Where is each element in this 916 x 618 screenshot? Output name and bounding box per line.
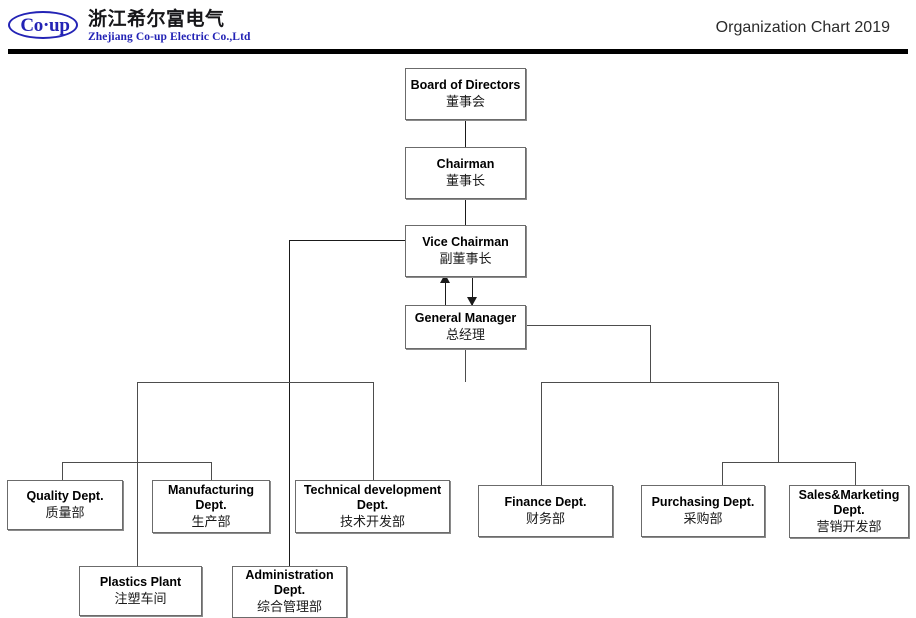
- node-label-en: Finance Dept.: [504, 494, 587, 509]
- connector-vice-left-lead: [289, 240, 405, 241]
- node-finance-dept[interactable]: Finance Dept. 财务部: [478, 485, 613, 537]
- node-label-cn: 财务部: [525, 511, 565, 527]
- node-administration-dept[interactable]: Administration Dept. 综合管理部: [232, 566, 347, 618]
- node-board-of-directors[interactable]: Board of Directors 董事会: [405, 68, 526, 120]
- connector-bus-technical: [373, 382, 374, 480]
- node-label-en: Purchasing Dept.: [651, 494, 755, 509]
- node-label-cn: 总经理: [445, 327, 485, 343]
- org-chart-canvas: Board of Directors 董事会 Chairman 董事长 Vice…: [0, 52, 916, 618]
- node-sales-marketing-dept[interactable]: Sales&Marketing Dept. 营销开发部: [789, 485, 909, 538]
- node-label-en: Board of Directors: [410, 77, 521, 92]
- node-label-en: General Manager: [414, 310, 517, 325]
- connector-plastics-drop: [137, 462, 138, 566]
- node-general-manager[interactable]: General Manager 总经理: [405, 305, 526, 349]
- node-label-en: Plastics Plant: [99, 574, 182, 589]
- logo-ellipse-shape: [8, 11, 78, 39]
- node-label-cn: 质量部: [45, 505, 85, 521]
- connector-gm-left-down: [465, 349, 466, 382]
- header-divider: [8, 49, 908, 54]
- node-label-en: Administration Dept.: [245, 568, 334, 597]
- node-quality-dept[interactable]: Quality Dept. 质量部: [7, 480, 123, 530]
- node-label-en: Manufacturing Dept.: [167, 482, 255, 512]
- node-label-en: Sales&Marketing Dept.: [798, 487, 900, 517]
- node-label-en: Quality Dept.: [26, 488, 104, 503]
- connector-bus-finance: [541, 382, 542, 485]
- node-manufacturing-dept[interactable]: Manufacturing Dept. 生产部: [152, 480, 270, 533]
- connector-purchasing-sales-bus: [722, 462, 856, 463]
- node-label-cn: 董事会: [445, 94, 485, 110]
- company-name-english: Zhejiang Co-up Electric Co.,Ltd: [88, 30, 251, 43]
- connector-vice-left-down: [289, 240, 290, 567]
- connector-bus-sales: [855, 462, 856, 485]
- node-label-en: Technical development Dept.: [303, 482, 442, 512]
- page-header: Co·up 浙江希尔富电气 Zhejiang Co-up Electric Co…: [0, 0, 916, 54]
- connector-gm-to-vice-stem: [445, 277, 446, 305]
- node-label-en: Chairman: [436, 156, 495, 171]
- node-chairman[interactable]: Chairman 董事长: [405, 147, 526, 199]
- connector-board-chairman: [465, 120, 466, 147]
- company-logo: Co·up 浙江希尔富电气 Zhejiang Co-up Electric Co…: [8, 4, 258, 48]
- node-label-cn: 注塑车间: [114, 591, 167, 607]
- coup-logo-icon: Co·up: [8, 11, 82, 41]
- node-label-cn: 采购部: [683, 511, 723, 527]
- connector-bus-manufacturing: [211, 462, 212, 480]
- connector-bus-quality: [62, 462, 63, 480]
- node-plastics-plant[interactable]: Plastics Plant 注塑车间: [79, 566, 202, 616]
- arrow-up-icon: [440, 274, 450, 283]
- node-label-cn: 综合管理部: [256, 600, 322, 615]
- node-purchasing-dept[interactable]: Purchasing Dept. 采购部: [641, 485, 765, 537]
- company-name-block: 浙江希尔富电气 Zhejiang Co-up Electric Co.,Ltd: [88, 8, 251, 45]
- connector-gm-right-lead: [527, 325, 651, 326]
- connector-gm-right-down: [650, 325, 651, 382]
- arrow-down-icon: [467, 297, 477, 306]
- connector-vice-to-gm-stem: [472, 277, 473, 305]
- node-vice-chairman[interactable]: Vice Chairman 副董事长: [405, 225, 526, 277]
- node-label-cn: 董事长: [445, 173, 485, 189]
- node-label-cn: 营销开发部: [816, 519, 882, 535]
- node-technical-development-dept[interactable]: Technical development Dept. 技术开发部: [295, 480, 450, 533]
- node-label-en: Vice Chairman: [422, 234, 509, 249]
- node-label-cn: 生产部: [191, 514, 231, 530]
- node-label-cn: 技术开发部: [339, 514, 405, 530]
- connector-right-bus: [541, 382, 779, 383]
- logo-wordmark: Co·up: [20, 15, 70, 36]
- connector-chairman-vice: [465, 199, 466, 225]
- connector-bus-purchasing: [722, 462, 723, 485]
- connector-right-group-down: [778, 382, 779, 462]
- company-name-chinese: 浙江希尔富电气: [88, 7, 225, 30]
- page-title: Organization Chart 2019: [715, 19, 890, 36]
- connector-left-bus: [137, 382, 374, 383]
- node-label-cn: 副董事长: [439, 251, 492, 267]
